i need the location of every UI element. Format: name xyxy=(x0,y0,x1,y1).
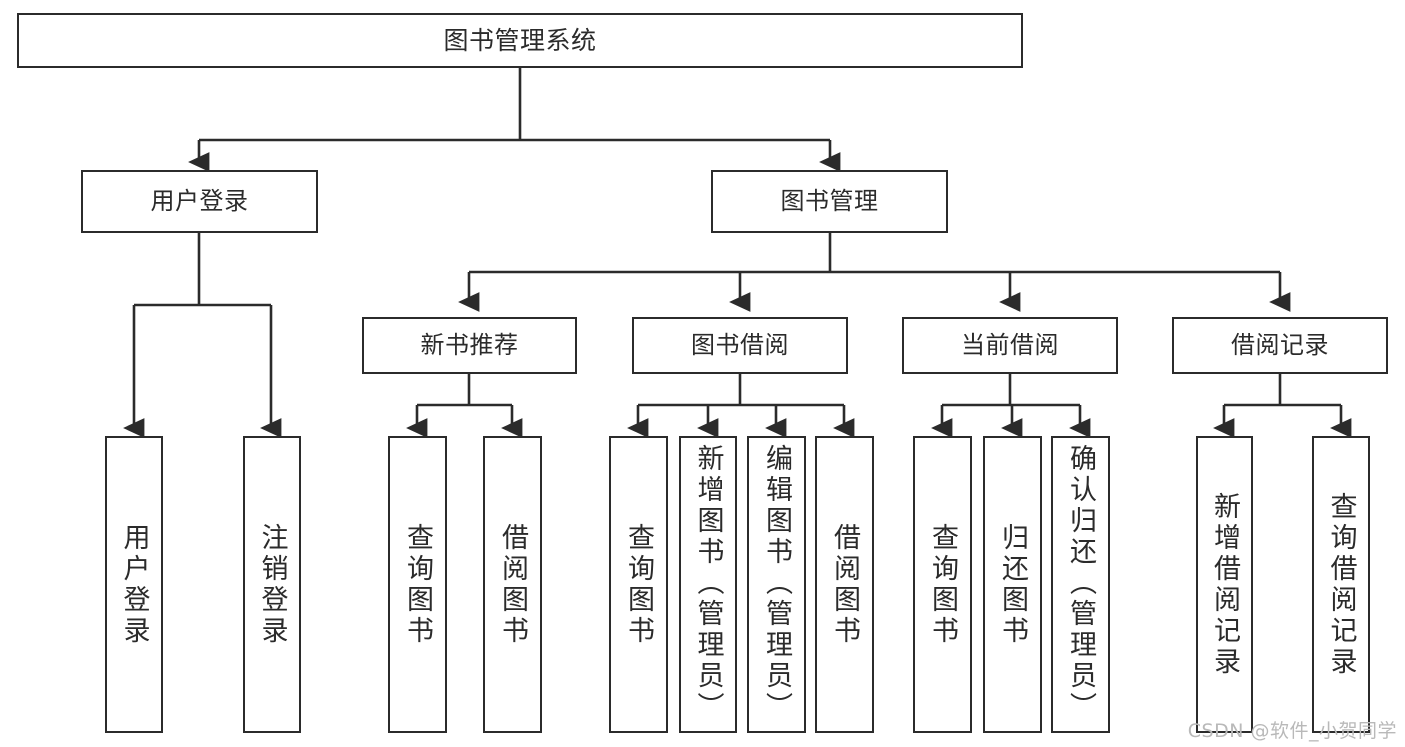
node-leaf-user-login-label: 用户登录 xyxy=(118,522,150,647)
node-leaf-add-book[interactable]: 新增图书（管理员） xyxy=(679,436,737,733)
node-leaf-query-record-label: 查询借阅记录 xyxy=(1325,491,1357,678)
node-leaf-query-book-2[interactable]: 查询图书 xyxy=(609,436,668,733)
node-root[interactable]: 图书管理系统 xyxy=(17,13,1023,68)
node-leaf-user-logout-label: 注销登录 xyxy=(256,522,288,647)
node-current-borrow-label: 当前借阅 xyxy=(961,331,1059,360)
node-leaf-add-record-label: 新增借阅记录 xyxy=(1209,491,1240,678)
watermark: CSDN @软件_小贺同学 xyxy=(1187,720,1397,742)
node-leaf-query-book-3[interactable]: 查询图书 xyxy=(913,436,972,733)
node-leaf-borrow-book-2-label: 借阅图书 xyxy=(829,522,860,647)
node-book-borrow[interactable]: 图书借阅 xyxy=(632,317,848,374)
node-leaf-edit-book[interactable]: 编辑图书（管理员） xyxy=(747,436,806,733)
node-new-book-rec-label: 新书推荐 xyxy=(420,331,519,360)
node-user-login-label: 用户登录 xyxy=(150,187,249,216)
node-user-login[interactable]: 用户登录 xyxy=(81,170,318,233)
node-leaf-add-book-label: 新增图书（管理员） xyxy=(692,444,724,723)
node-leaf-confirm-return[interactable]: 确认归还（管理员） xyxy=(1051,436,1110,733)
node-borrow-record[interactable]: 借阅记录 xyxy=(1172,317,1388,374)
node-leaf-borrow-book-1-label: 借阅图书 xyxy=(497,522,528,647)
node-leaf-query-book-1-label: 查询图书 xyxy=(402,522,433,647)
node-leaf-query-book-2-label: 查询图书 xyxy=(623,522,654,647)
node-book-manage-label: 图书管理 xyxy=(780,187,879,216)
node-leaf-add-record[interactable]: 新增借阅记录 xyxy=(1196,436,1253,733)
node-leaf-query-record[interactable]: 查询借阅记录 xyxy=(1312,436,1370,733)
node-leaf-user-logout[interactable]: 注销登录 xyxy=(243,436,301,733)
node-leaf-query-book-1[interactable]: 查询图书 xyxy=(388,436,447,733)
node-leaf-return-book[interactable]: 归还图书 xyxy=(983,436,1042,733)
node-book-borrow-label: 图书借阅 xyxy=(691,331,789,360)
node-new-book-rec[interactable]: 新书推荐 xyxy=(362,317,577,374)
node-current-borrow[interactable]: 当前借阅 xyxy=(902,317,1118,374)
node-book-manage[interactable]: 图书管理 xyxy=(711,170,948,233)
node-leaf-edit-book-label: 编辑图书（管理员） xyxy=(761,444,792,723)
node-leaf-query-book-3-label: 查询图书 xyxy=(927,522,958,647)
node-borrow-record-label: 借阅记录 xyxy=(1231,331,1329,360)
node-leaf-user-login[interactable]: 用户登录 xyxy=(105,436,163,733)
node-leaf-confirm-return-label: 确认归还（管理员） xyxy=(1065,444,1096,723)
node-root-label: 图书管理系统 xyxy=(443,25,597,55)
node-leaf-return-book-label: 归还图书 xyxy=(997,522,1028,647)
node-leaf-borrow-book-1[interactable]: 借阅图书 xyxy=(483,436,542,733)
node-leaf-borrow-book-2[interactable]: 借阅图书 xyxy=(815,436,874,733)
